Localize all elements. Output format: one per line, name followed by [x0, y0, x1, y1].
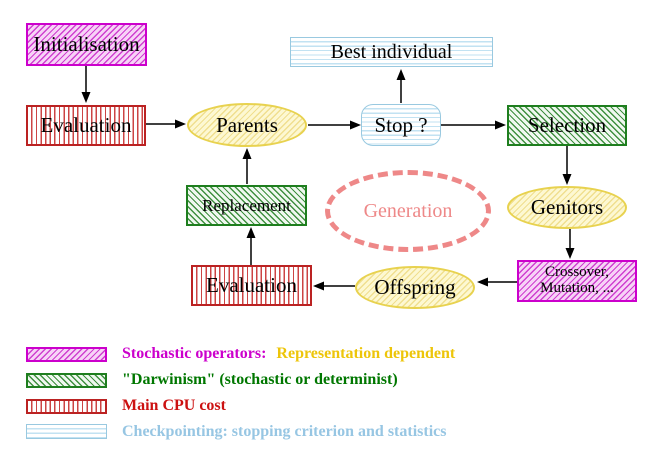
legend-label-stochastic-operators-text: Stochastic operators:: [122, 345, 267, 362]
legend-label-checkpointing-text: Checkpointing: stopping criterion and st…: [122, 423, 447, 440]
legend-label-darwinism: "Darwinism" (stochastic or determinist): [122, 371, 398, 389]
arrow-evaluation-to-replacement: [246, 227, 256, 265]
node-crossover-mutation: Crossover, Mutation, ...: [517, 260, 637, 302]
arrow-parents-to-stop: [308, 120, 361, 130]
node-evaluation-bottom: Evaluation: [191, 265, 312, 306]
node-offspring: Offspring: [355, 266, 475, 309]
node-generation-loop: Generation: [325, 170, 491, 252]
node-replacement: Replacement: [186, 185, 307, 226]
arrow-stop-to-selection: [441, 120, 506, 130]
legend-label-darwinism-text: "Darwinism" (stochastic or determinist): [122, 371, 398, 388]
node-offspring-label: Offspring: [374, 275, 456, 300]
arrow-stop-to-best-individual: [396, 69, 406, 103]
node-generation-label: Generation: [363, 199, 453, 222]
node-genitors: Genitors: [507, 186, 627, 229]
node-selection-label: Selection: [527, 113, 607, 138]
arrow-selection-to-genitors: [562, 146, 572, 185]
arrow-replacement-to-parents: [242, 148, 252, 184]
node-crossover-label-line1: Crossover,: [545, 264, 609, 281]
arrow-initialisation-to-evaluation: [81, 66, 91, 103]
node-crossover-label-line2: Mutation, ...: [540, 280, 614, 296]
legend-label-representation-dependent-text: Representation dependent: [276, 345, 456, 362]
arrow-crossover-to-offspring: [477, 277, 517, 287]
node-replacement-label: Replacement: [202, 195, 291, 215]
legend-swatch-main-cpu-cost: [26, 399, 107, 414]
arrow-offspring-to-evaluation: [313, 281, 355, 291]
legend-label-stochastic-operators: Stochastic operators: Representation depe…: [122, 345, 455, 363]
legend-label-checkpointing: Checkpointing: stopping criterion and st…: [122, 423, 446, 441]
legend-label-main-cpu-cost: Main CPU cost: [122, 397, 226, 415]
node-best-individual: Best individual: [290, 37, 493, 67]
legend-swatch-darwinism: [26, 373, 107, 388]
node-evaluation-top: Evaluation: [26, 105, 146, 146]
node-stop-label: Stop ?: [374, 112, 428, 137]
node-selection: Selection: [507, 105, 627, 146]
node-best-individual-label: Best individual: [330, 40, 453, 63]
arrow-genitors-to-crossover: [565, 229, 575, 259]
node-parents: Parents: [187, 103, 307, 147]
node-evaluation-top-label: Evaluation: [40, 113, 132, 138]
arrow-evaluation-to-parents: [146, 119, 186, 129]
node-stop: Stop ?: [361, 104, 441, 146]
node-initialisation: Initialisation: [26, 23, 147, 66]
legend-swatch-stochastic-operators: [26, 347, 107, 362]
node-genitors-label: Genitors: [530, 195, 604, 220]
node-evaluation-bottom-label: Evaluation: [206, 273, 297, 298]
legend-label-main-cpu-cost-text: Main CPU cost: [122, 397, 226, 414]
node-parents-label: Parents: [216, 112, 278, 137]
node-initialisation-label: Initialisation: [33, 32, 140, 57]
legend-swatch-checkpointing: [26, 424, 107, 439]
